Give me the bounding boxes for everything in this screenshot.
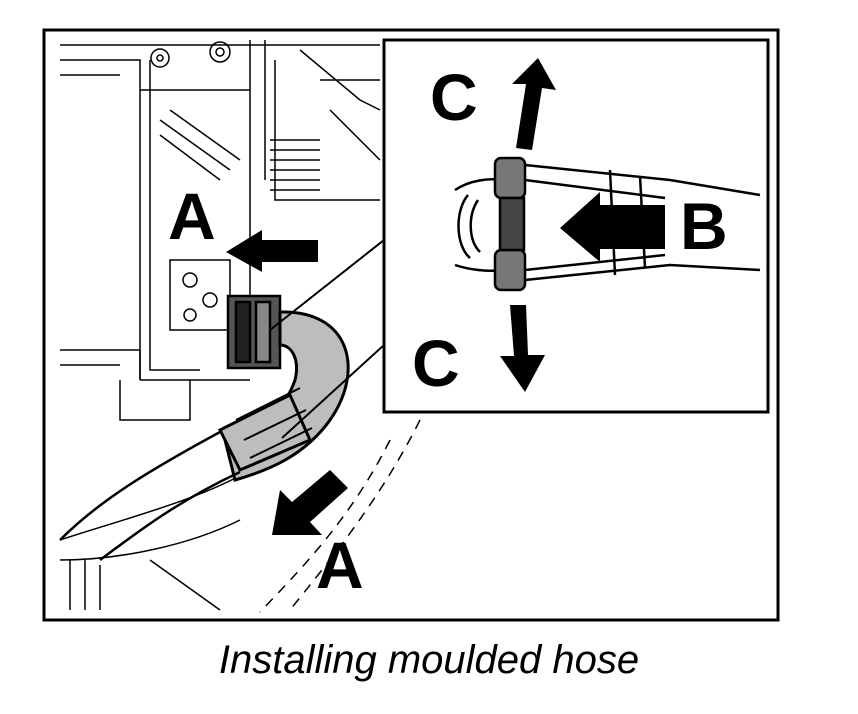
arrow-c-down	[500, 305, 545, 392]
leader-lines	[269, 239, 385, 439]
arrow-a-down-left	[272, 470, 348, 535]
callout-b: B	[680, 189, 728, 263]
installation-diagram	[42, 28, 780, 622]
callout-c-top: C	[430, 60, 478, 134]
callout-a-top: A	[168, 179, 216, 253]
moulded-hose	[59, 310, 350, 562]
arrow-c-up	[512, 58, 556, 150]
figure-caption: Installing moulded hose	[218, 638, 640, 682]
callout-c-bottom: C	[412, 326, 460, 400]
arrow-b-left	[560, 192, 665, 262]
arrow-a-left	[226, 230, 318, 272]
hose-clip	[226, 294, 282, 370]
detail-clip	[454, 156, 761, 292]
callout-a-bottom: A	[316, 528, 364, 602]
engine-sketch	[59, 40, 421, 613]
